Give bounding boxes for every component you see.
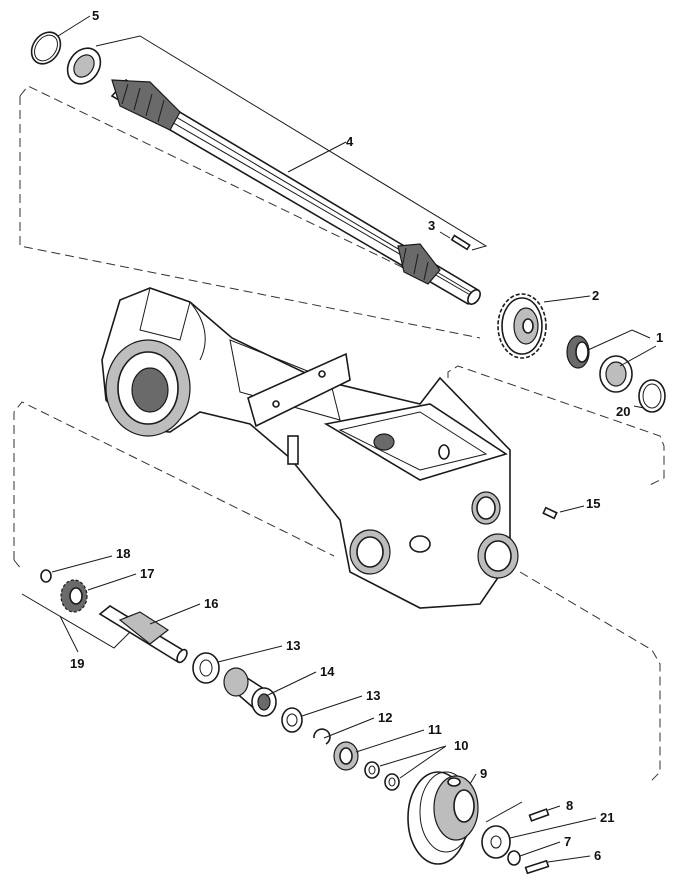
gear-part-2 xyxy=(497,293,547,359)
callout-7: 7 xyxy=(564,834,571,849)
callout-9: 9 xyxy=(480,766,487,781)
bolt-part-6 xyxy=(524,859,550,875)
callout-10: 10 xyxy=(454,738,468,753)
group-outline-axle-assembly xyxy=(13,401,661,783)
pinion-part-17 xyxy=(60,579,88,613)
callout-18: 18 xyxy=(116,546,130,561)
callout-3: 3 xyxy=(428,218,435,233)
callout-19: 19 xyxy=(70,656,84,671)
snap-ring-part-20 xyxy=(638,379,666,413)
group-outline-right-assembly xyxy=(447,365,665,487)
washers-part-10 xyxy=(364,761,400,791)
shaft-bearing xyxy=(66,47,102,85)
worm-shaft-part-4 xyxy=(110,78,481,306)
axle-shaft-part-16 xyxy=(98,605,188,664)
retaining-ring-part-18 xyxy=(40,569,52,583)
snap-ring-part-5 xyxy=(30,31,62,65)
callout-15: 15 xyxy=(586,496,600,511)
callout-16: 16 xyxy=(204,596,218,611)
key-part-15 xyxy=(542,506,558,520)
callout-13-lower: 13 xyxy=(366,688,380,703)
callout-17: 17 xyxy=(140,566,154,581)
callout-5: 5 xyxy=(92,8,99,23)
washer-part-13-lower xyxy=(281,707,303,733)
bushing-part-14 xyxy=(223,667,277,717)
pulley-part-9 xyxy=(407,771,479,865)
callout-21: 21 xyxy=(600,810,614,825)
callout-labels: 5 4 3 2 1 20 15 18 17 16 19 13 14 13 12 … xyxy=(70,8,663,863)
leader-lines xyxy=(21,15,657,863)
callout-2: 2 xyxy=(592,288,599,303)
pin-part-3 xyxy=(450,234,471,251)
gear-housing xyxy=(101,287,519,609)
callout-14: 14 xyxy=(320,664,335,679)
lock-washer-part-7 xyxy=(507,850,521,866)
callout-11: 11 xyxy=(428,722,442,737)
callout-6: 6 xyxy=(594,848,601,863)
washer-part-21 xyxy=(481,825,511,859)
clip-part-12 xyxy=(313,728,331,745)
bearing-part-11 xyxy=(333,741,359,771)
callout-20: 20 xyxy=(616,404,630,419)
callout-13-upper: 13 xyxy=(286,638,300,653)
bearing-set-part-1 xyxy=(566,335,633,393)
group-outline-shaft-assembly xyxy=(19,85,481,339)
key-part-8 xyxy=(528,808,550,822)
callout-1: 1 xyxy=(656,330,663,345)
callout-12: 12 xyxy=(378,710,392,725)
callout-4: 4 xyxy=(346,134,354,149)
callout-8: 8 xyxy=(566,798,573,813)
washer-part-13-upper xyxy=(192,652,220,684)
